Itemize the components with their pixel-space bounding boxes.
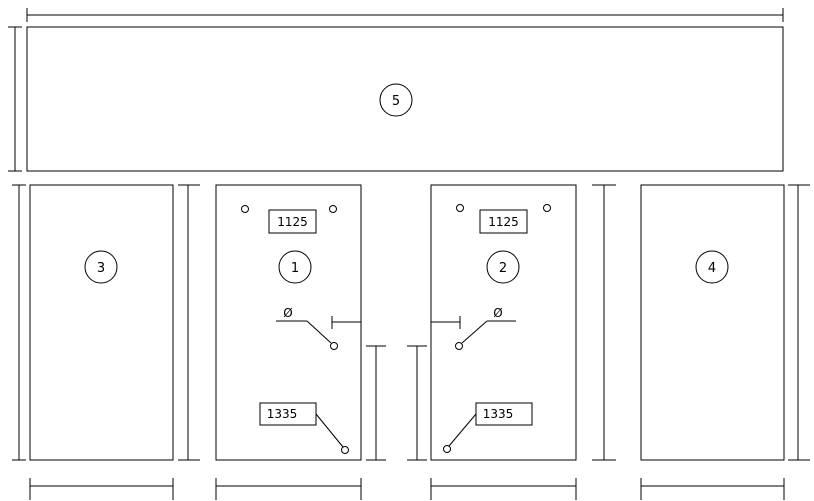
door-2-width-dimension — [430, 478, 577, 500]
right-panel-height-dimension-inner — [592, 184, 616, 461]
left-panel: 3 — [29, 184, 174, 461]
door-1-top-dimension: 1125 — [277, 215, 308, 229]
top-panel-number-circle — [379, 83, 413, 117]
door-2-hinge-arm — [461, 320, 488, 344]
door-2-top-dimension-box — [479, 209, 528, 234]
top-panel-width-dimension — [26, 8, 784, 22]
door-1-hole-bottom — [341, 446, 349, 454]
door-2-number: 2 — [499, 261, 507, 276]
left-panel-outline — [29, 184, 174, 461]
door-2-hole-right — [543, 204, 551, 212]
top-panel: 5 — [26, 26, 784, 172]
door-2-bottom-leader — [448, 413, 477, 447]
door-2-hole-left — [456, 204, 464, 212]
door-1-hole-right — [329, 205, 337, 213]
door-1-hole-left — [241, 205, 249, 213]
left-panel-height-dimension-outer — [12, 184, 26, 461]
left-panel-width-dimension — [29, 478, 174, 500]
door-1-hinge-pivot — [330, 342, 338, 350]
top-panel-height-dimension — [8, 26, 22, 172]
right-panel-number: 4 — [708, 261, 716, 276]
left-panel-number: 3 — [97, 261, 105, 276]
door-1-number: 1 — [291, 261, 299, 276]
door-1-bottom-leader — [315, 413, 344, 448]
door-1-hinge-arm — [306, 320, 332, 344]
door-2-hole-bottom — [443, 445, 451, 453]
door-1-hinge-symbol: Ø — [283, 306, 292, 320]
door-2-hinge-pivot — [455, 342, 463, 350]
door-1: 1125 1 Ø 1335 — [215, 184, 362, 461]
door-1-partial-height-dimension — [366, 345, 386, 461]
right-panel-outline — [640, 184, 785, 461]
door-1-number-circle — [278, 250, 312, 284]
door-2: 1125 2 Ø 1335 — [430, 184, 577, 461]
door-2-number-circle — [486, 250, 520, 284]
door-2-partial-height-dimension — [407, 345, 427, 461]
door-2-bottom-dimension: 1335 — [483, 407, 514, 421]
top-panel-number: 5 — [392, 94, 400, 109]
right-panel-number-circle — [695, 250, 729, 284]
right-panel: 4 — [640, 184, 785, 461]
door-1-top-dimension-box — [268, 209, 317, 234]
left-panel-height-dimension-inner — [178, 184, 200, 461]
door-2-top-dimension: 1125 — [488, 215, 519, 229]
right-panel-width-dimension — [640, 478, 785, 500]
door-2-hinge-symbol: Ø — [493, 306, 502, 320]
left-panel-number-circle — [84, 250, 118, 284]
door-1-bottom-dimension: 1335 — [267, 407, 298, 421]
right-panel-height-dimension-outer — [788, 184, 810, 461]
door-1-width-dimension — [215, 478, 362, 500]
